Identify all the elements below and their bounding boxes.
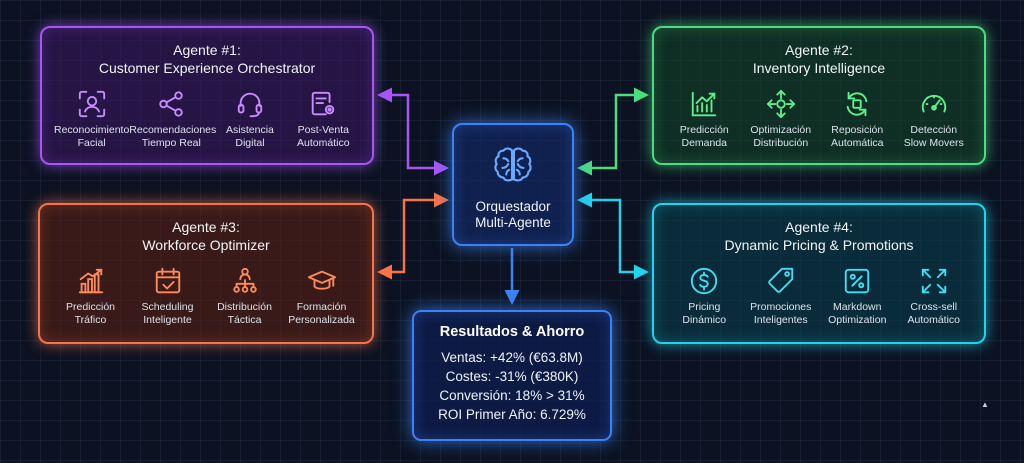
brain-icon	[454, 143, 572, 189]
arrow-agent2-orchestrator	[577, 87, 649, 176]
refresh-box-icon	[819, 86, 896, 122]
face-scan-icon	[54, 86, 129, 122]
agent-subtitle: Customer Experience Orchestrator	[98, 60, 316, 76]
move-arrows-icon	[743, 86, 820, 122]
agent-4-box: Agente #4: Dynamic Pricing & Promotions …	[652, 203, 986, 344]
result-costes: Costes: -31% (€380K)	[445, 369, 579, 384]
agent-3-box: Agente #3: Workforce Optimizer Predicció…	[38, 203, 374, 344]
agent-2-box: Agente #2: Inventory Intelligence Predic…	[652, 26, 986, 165]
percent-icon	[819, 263, 896, 299]
arrow-agent3-orchestrator	[377, 192, 449, 280]
agent-title: Agente #3:	[172, 219, 240, 235]
share-icon	[129, 86, 213, 122]
results-box: Resultados & Ahorro Ventas: +42% (€63.8M…	[412, 310, 612, 441]
gauge-icon	[896, 86, 973, 122]
org-chart-icon	[206, 263, 283, 299]
result-ventas: Ventas: +42% (€63.8M)	[441, 350, 583, 365]
bar-chart-trend-icon	[52, 263, 129, 299]
agent-subtitle: Inventory Intelligence	[752, 60, 886, 76]
graduation-cap-icon	[283, 263, 360, 299]
result-roi: ROI Primer Año: 6.729%	[438, 407, 586, 422]
results-title: Resultados & Ahorro	[439, 324, 585, 340]
document-gear-icon	[287, 86, 360, 122]
agent-1-box: Agente #1: Customer Experience Orchestra…	[40, 26, 374, 165]
arrow-agent1-orchestrator	[377, 87, 449, 176]
agent-title: Agente #1:	[173, 42, 241, 58]
calendar-check-icon	[129, 263, 206, 299]
result-conversion: Conversión: 18% > 31%	[439, 388, 585, 403]
tag-icon	[743, 263, 820, 299]
bar-chart-trend-icon	[666, 86, 743, 122]
dollar-circle-icon	[666, 263, 743, 299]
corner-mark: ▲	[981, 400, 989, 409]
headset-icon	[213, 86, 286, 122]
agent-title: Agente #4:	[785, 219, 853, 235]
agent-subtitle: Dynamic Pricing & Promotions	[724, 237, 914, 253]
agent-title: Agente #2:	[785, 42, 853, 58]
agent-subtitle: Workforce Optimizer	[142, 237, 270, 253]
expand-arrows-icon	[896, 263, 973, 299]
arrow-agent4-orchestrator	[577, 192, 649, 280]
